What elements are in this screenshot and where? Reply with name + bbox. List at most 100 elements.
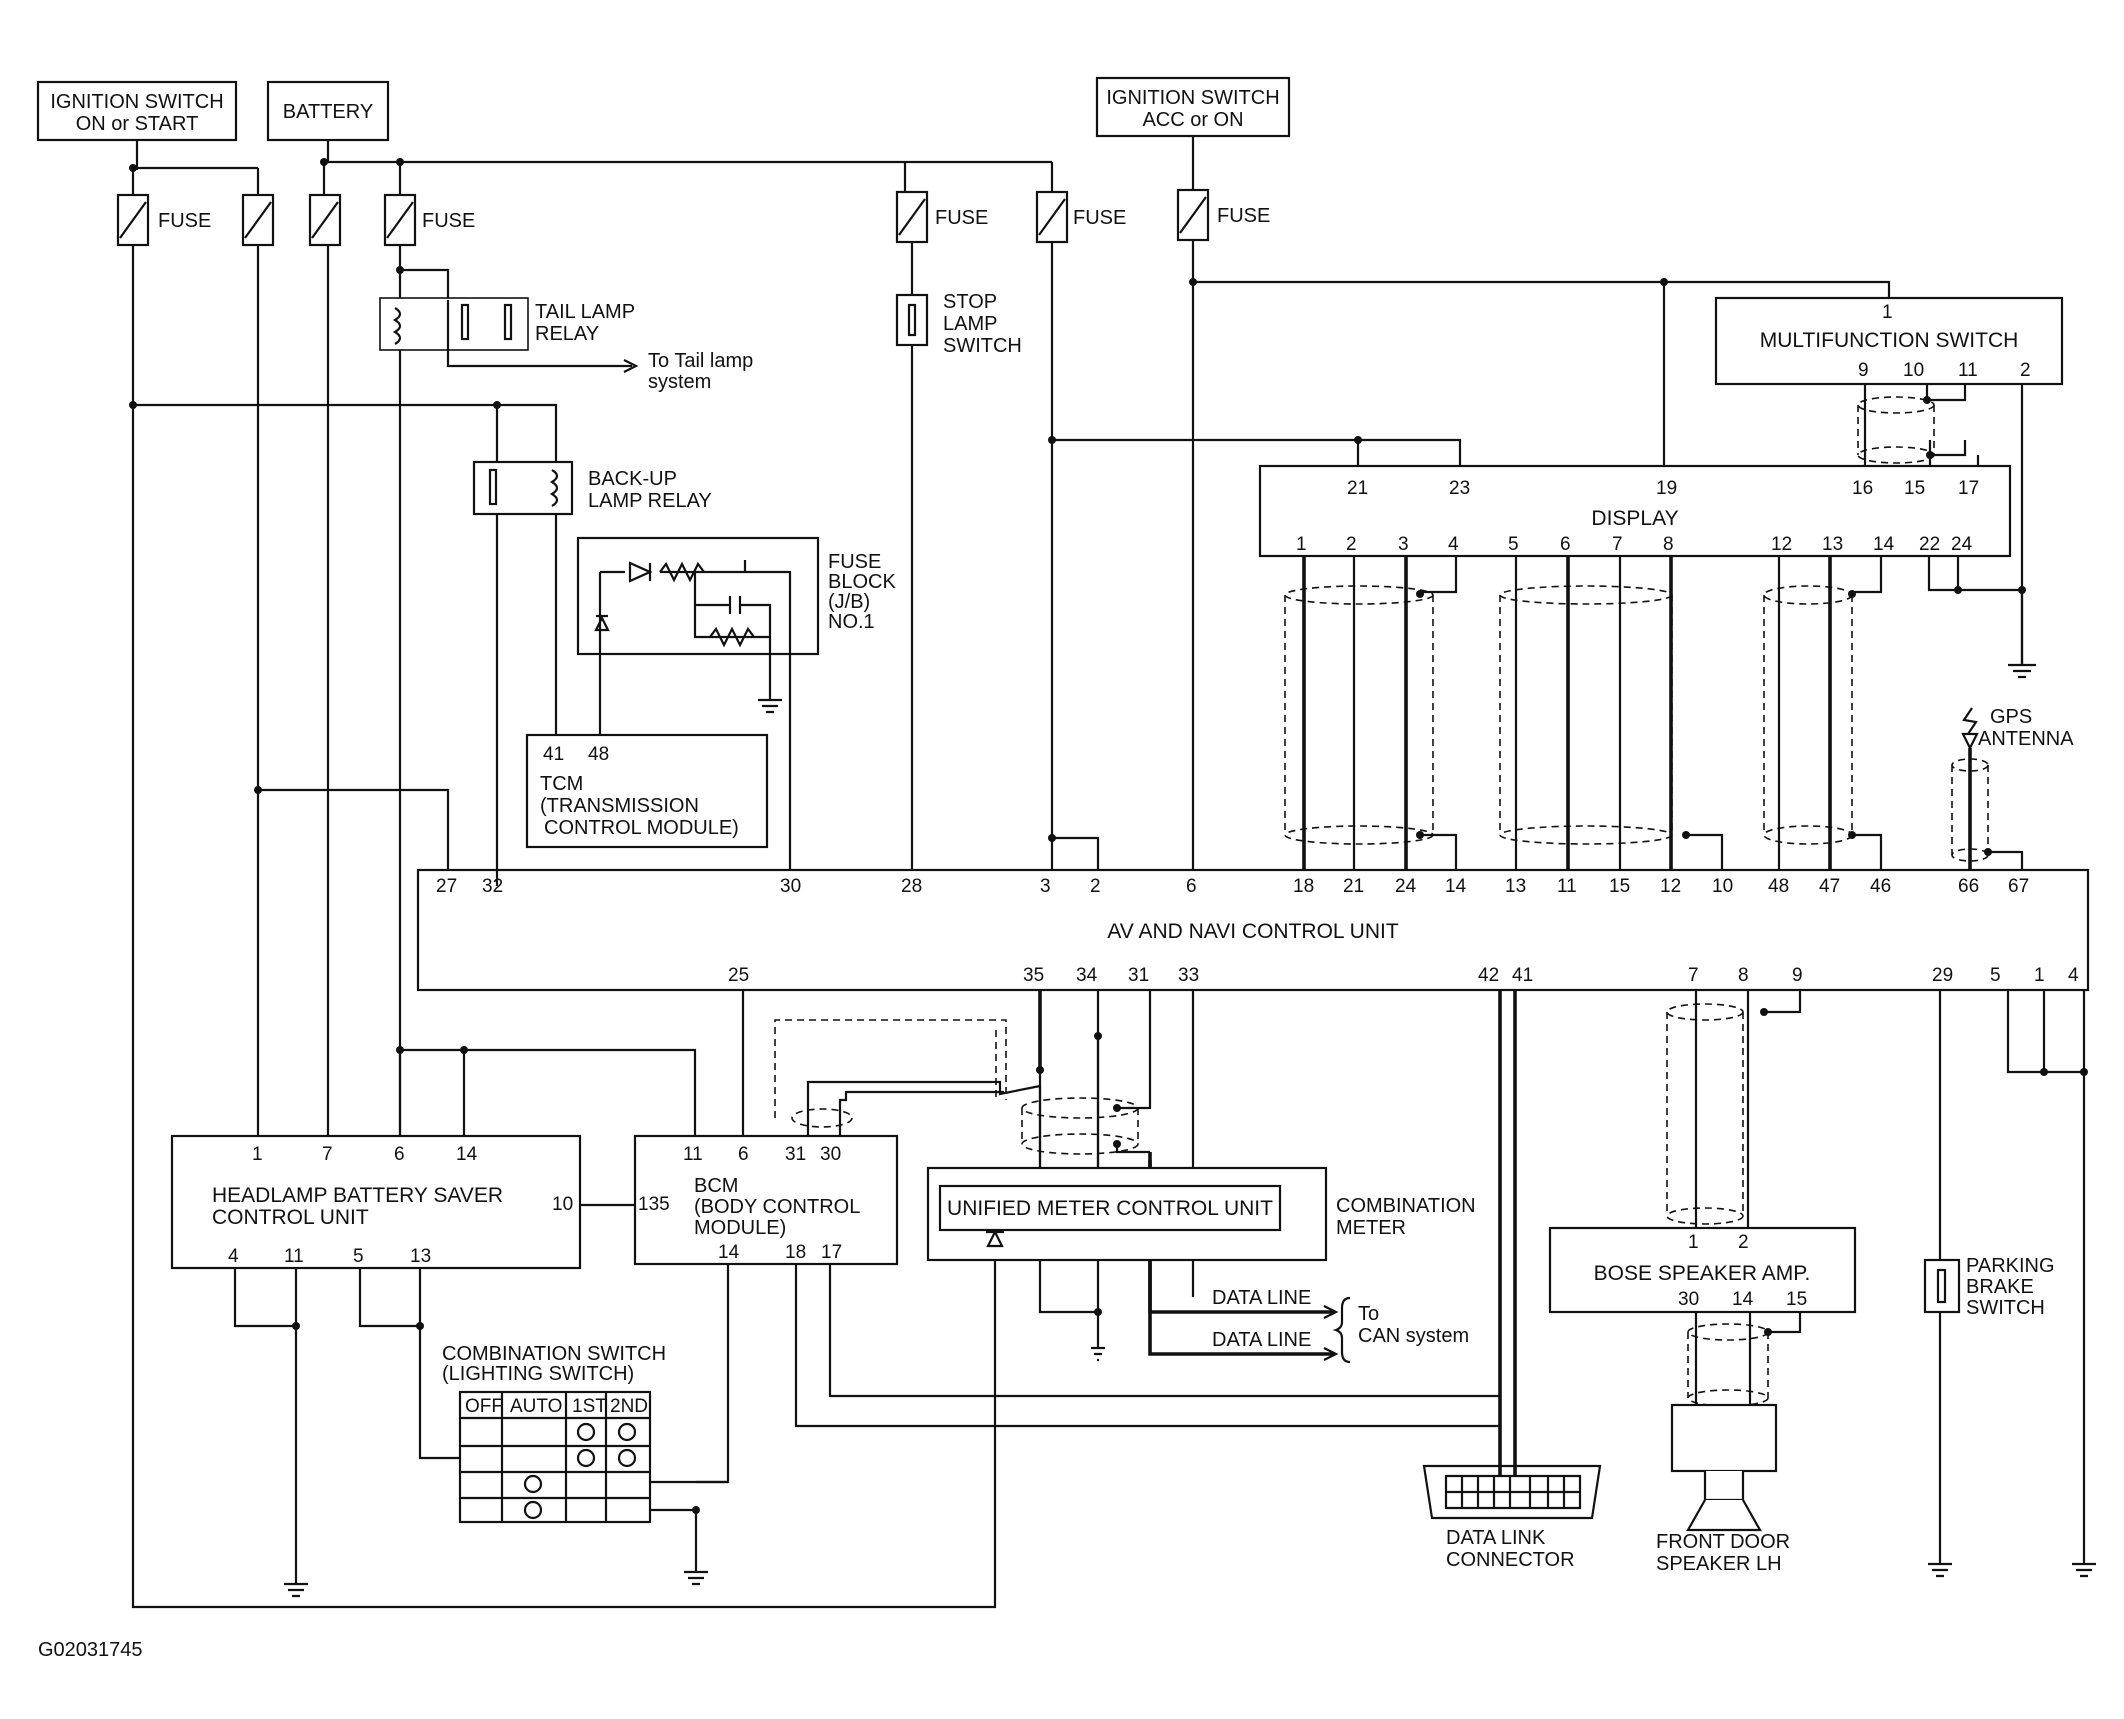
svg-text:BCM: BCM	[694, 1175, 738, 1197]
svg-text:5: 5	[1508, 534, 1519, 555]
svg-text:17: 17	[821, 1242, 842, 1263]
gps-antenna: GPS ANTENNA	[1951, 706, 2074, 870]
fuse-icon	[1176, 188, 1210, 242]
svg-text:31: 31	[785, 1144, 806, 1165]
svg-text:10: 10	[1712, 876, 1733, 897]
svg-text:LAMP RELAY: LAMP RELAY	[588, 490, 712, 512]
svg-text:25: 25	[728, 965, 749, 986]
svg-text:29: 29	[1932, 965, 1953, 986]
svg-text:11: 11	[284, 1246, 304, 1267]
svg-text:16: 16	[1852, 478, 1873, 499]
fuse-icon	[895, 190, 929, 244]
svg-text:23: 23	[1449, 478, 1470, 499]
power-bus-wires	[131, 136, 1195, 195]
svg-text:22: 22	[1919, 534, 1940, 555]
bose-speaker-amp: 1 2 BOSE SPEAKER AMP. 30 14 15 FRONT DOO…	[1548, 990, 1857, 1575]
svg-text:47: 47	[1819, 876, 1840, 897]
svg-text:FUSE: FUSE	[422, 210, 475, 232]
svg-text:OFF: OFF	[465, 1396, 503, 1417]
fuse-block-jb: FUSE BLOCK (J/B) NO.1	[576, 536, 896, 886]
svg-text:BRAKE: BRAKE	[1966, 1276, 2034, 1298]
data-link-connector: DATA LINK CONNECTOR	[1422, 990, 1602, 1571]
combination-meter: UNIFIED METER CONTROL UNIT COMBINATION M…	[926, 1166, 1476, 1362]
svg-text:FUSE: FUSE	[1217, 205, 1270, 227]
battery-box: BATTERY	[266, 80, 390, 142]
svg-text:18: 18	[785, 1242, 806, 1263]
svg-text:2: 2	[1738, 1232, 1749, 1253]
svg-text:TAIL LAMP: TAIL LAMP	[535, 301, 635, 323]
svg-text:2: 2	[1346, 534, 1357, 555]
bcm-box: 11 6 31 30 135 BCM (BODY CONTROL MODULE)…	[633, 1134, 1500, 1484]
svg-text:46: 46	[1870, 876, 1891, 897]
svg-text:13: 13	[1505, 876, 1526, 897]
fuse-icon	[383, 193, 417, 247]
svg-text:13: 13	[1822, 534, 1843, 555]
svg-text:8: 8	[1738, 965, 1749, 986]
svg-text:BACK-UP: BACK-UP	[588, 468, 677, 490]
svg-text:3: 3	[1398, 534, 1409, 555]
svg-text:RELAY: RELAY	[535, 323, 599, 345]
svg-text:IGNITION SWITCH: IGNITION SWITCH	[50, 91, 223, 113]
svg-text:6: 6	[1186, 876, 1197, 897]
svg-text:21: 21	[1343, 876, 1364, 897]
acc-fuse-wires	[1050, 240, 1666, 886]
svg-text:MULTIFUNCTION SWITCH: MULTIFUNCTION SWITCH	[1760, 329, 2019, 352]
display-unit: 21 23 19 16 15 17 DISPLAY 1 2 3 4 5 6 7 …	[1258, 464, 2012, 558]
svg-text:48: 48	[588, 744, 609, 765]
svg-text:6: 6	[738, 1144, 749, 1165]
svg-text:CONNECTOR: CONNECTOR	[1446, 1549, 1575, 1571]
svg-text:34: 34	[1076, 965, 1098, 986]
tcm-box: 41 48 TCM (TRANSMISSION CONTROL MODULE)	[525, 733, 769, 849]
svg-text:DATA LINE: DATA LINE	[1212, 1329, 1311, 1351]
svg-text:1: 1	[1882, 302, 1893, 323]
svg-text:(J/B): (J/B)	[828, 591, 870, 613]
svg-text:8: 8	[1663, 534, 1674, 555]
svg-text:32: 32	[482, 876, 503, 897]
svg-text:30: 30	[820, 1144, 841, 1165]
svg-text:(LIGHTING SWITCH): (LIGHTING SWITCH)	[442, 1363, 634, 1385]
svg-text:17: 17	[1958, 478, 1979, 499]
svg-text:10: 10	[1903, 360, 1924, 381]
svg-text:6: 6	[394, 1144, 405, 1165]
fuse-icon	[241, 193, 275, 247]
svg-text:(BODY CONTROL: (BODY CONTROL	[694, 1196, 860, 1218]
svg-text:5: 5	[353, 1246, 364, 1267]
svg-text:41: 41	[1512, 965, 1533, 986]
svg-text:LAMP: LAMP	[943, 313, 997, 335]
svg-text:ACC or ON: ACC or ON	[1142, 109, 1243, 131]
fuse-icon	[116, 193, 150, 247]
multifunction-switch: 1 MULTIFUNCTION SWITCH 9 10 11 2	[1664, 280, 2064, 665]
svg-text:21: 21	[1347, 478, 1368, 499]
svg-text:DISPLAY: DISPLAY	[1591, 507, 1678, 530]
svg-text:14: 14	[456, 1144, 478, 1165]
svg-text:7: 7	[1612, 534, 1623, 555]
svg-text:18: 18	[1293, 876, 1314, 897]
svg-text:66: 66	[1958, 876, 1979, 897]
svg-text:BOSE SPEAKER AMP.: BOSE SPEAKER AMP.	[1594, 1262, 1811, 1285]
combination-switch: COMBINATION SWITCH (LIGHTING SWITCH) OFF…	[442, 1343, 728, 1586]
svg-text:24: 24	[1951, 534, 1973, 555]
stop-lamp-switch: STOP LAMP SWITCH	[895, 242, 1022, 886]
svg-text:PARKING: PARKING	[1966, 1255, 2055, 1277]
svg-text:METER: METER	[1336, 1217, 1406, 1239]
svg-text:2: 2	[1090, 876, 1101, 897]
svg-text:SWITCH: SWITCH	[943, 335, 1022, 357]
svg-text:BATTERY: BATTERY	[283, 101, 373, 123]
svg-text:COMBINATION: COMBINATION	[1336, 1195, 1476, 1217]
svg-text:IGNITION SWITCH: IGNITION SWITCH	[1106, 87, 1279, 109]
ignition-acc-on-box: IGNITION SWITCH ACC or ON	[1095, 76, 1291, 138]
svg-text:11: 11	[1958, 360, 1978, 381]
svg-text:28: 28	[901, 876, 922, 897]
svg-text:9: 9	[1792, 965, 1803, 986]
svg-text:30: 30	[780, 876, 801, 897]
svg-text:12: 12	[1660, 876, 1681, 897]
svg-text:NO.1: NO.1	[828, 611, 875, 633]
svg-text:135: 135	[638, 1194, 670, 1215]
svg-text:41: 41	[543, 744, 564, 765]
svg-text:48: 48	[1768, 876, 1789, 897]
svg-text:ON or START: ON or START	[76, 113, 199, 135]
svg-text:31: 31	[1128, 965, 1149, 986]
svg-text:30: 30	[1678, 1289, 1699, 1310]
